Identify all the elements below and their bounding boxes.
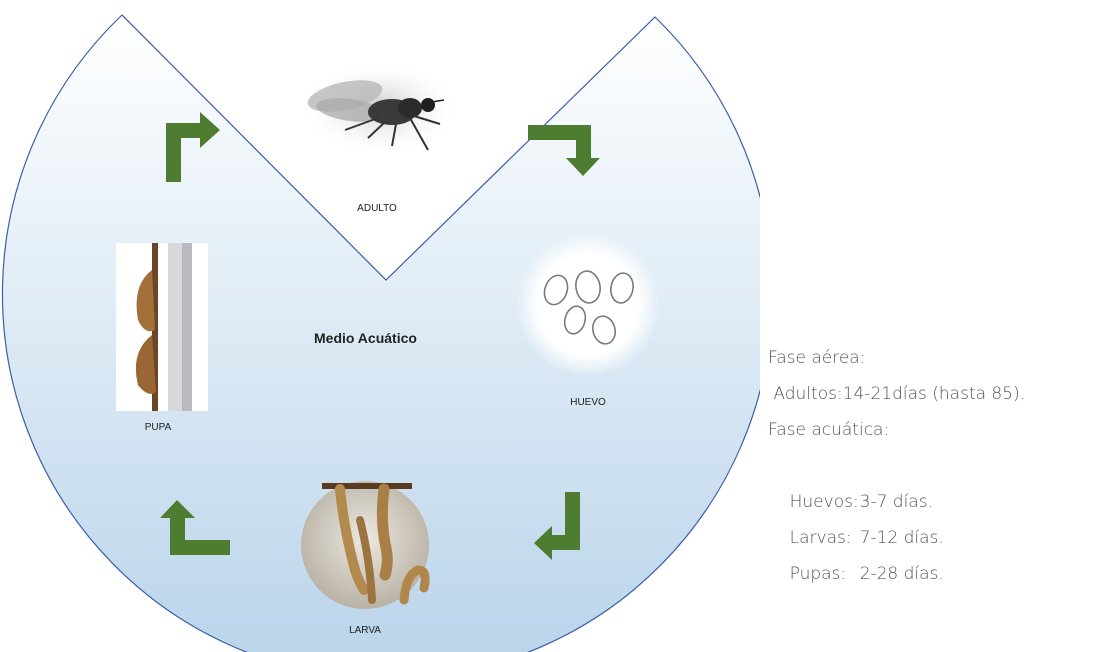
larvae-image (301, 481, 429, 609)
duration-label: Huevos: (790, 484, 860, 520)
duration-label: Larvas: (790, 520, 860, 556)
adults-duration: Adultos:14-21días (hasta 85). (768, 376, 1025, 412)
duration-value: 7-12 días. (860, 520, 944, 556)
stage-label-larva: LARVA (325, 625, 405, 636)
life-cycle-diagram (0, 0, 760, 652)
adult-fly-image (300, 60, 460, 156)
aquatic-medium-label: Medio Acuático (314, 330, 417, 346)
pupae-image (116, 243, 208, 411)
duration-label: Pupas: (790, 556, 860, 592)
aerial-phase-title: Fase aérea: (768, 340, 1025, 376)
stage-label-huevo: HUEVO (548, 397, 628, 408)
duration-value: 2-28 días. (860, 556, 944, 592)
stage-label-adulto: ADULTO (337, 203, 417, 214)
aquatic-phase-title: Fase acuática: (768, 412, 1025, 448)
duration-value: 3-7 días. (860, 484, 933, 520)
duration-row-huevos: Huevos:3-7 días. (768, 448, 1025, 484)
eggs-image (516, 233, 660, 377)
stage-label-pupa: PUPA (118, 422, 198, 433)
phase-duration-panel: Fase aérea: Adultos:14-21días (hasta 85)… (768, 340, 1025, 556)
